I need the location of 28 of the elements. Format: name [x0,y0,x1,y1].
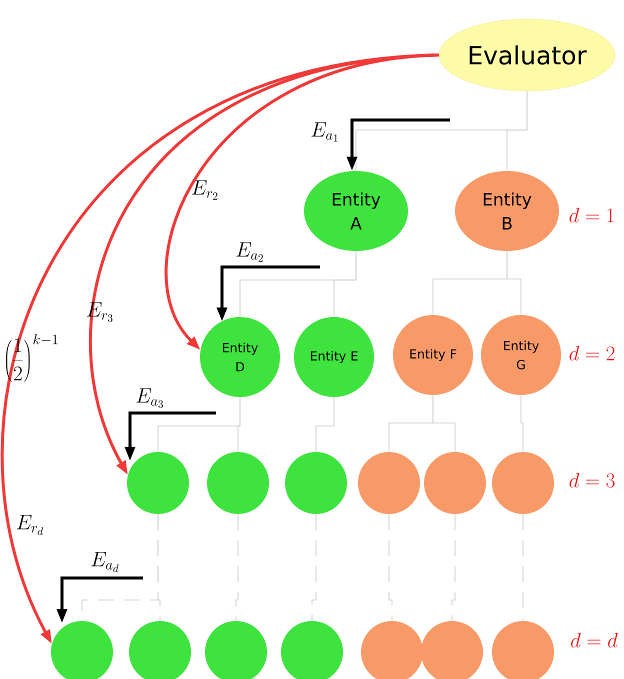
tree-line [312,514,316,622]
edge-label: $E_{r_2}$ [192,180,218,200]
entity-circle [127,452,189,514]
tree-line [432,394,456,452]
edge-label: $E_{a_d}$ [91,552,119,572]
edge-label: $E_{r_d}$ [16,515,43,536]
tree-line [238,396,240,452]
tree-line [522,514,524,622]
edge-label: $E_{a_1}$ [312,122,338,142]
tree-line [316,396,334,452]
entity-circle [285,452,347,514]
depth-label: $d=1$ [570,208,614,222]
tree-line [520,394,524,452]
entity-circle [207,452,269,514]
entity-circle [424,452,486,514]
tree-line [506,250,522,316]
depth-label: $d=3$ [570,472,615,488]
edge-label: $E_{a_2}$ [236,242,263,262]
tree-line [506,90,528,172]
tree-line [452,514,456,622]
tree-line [334,250,356,318]
depth-label: $d=d$ [571,632,618,648]
entity-circle [492,452,554,514]
entity-circle [358,452,420,514]
edge-label: $E_{a_3}$ [136,388,163,408]
tree-line [388,514,392,622]
tree-line [236,514,238,622]
tree-line [158,514,160,622]
